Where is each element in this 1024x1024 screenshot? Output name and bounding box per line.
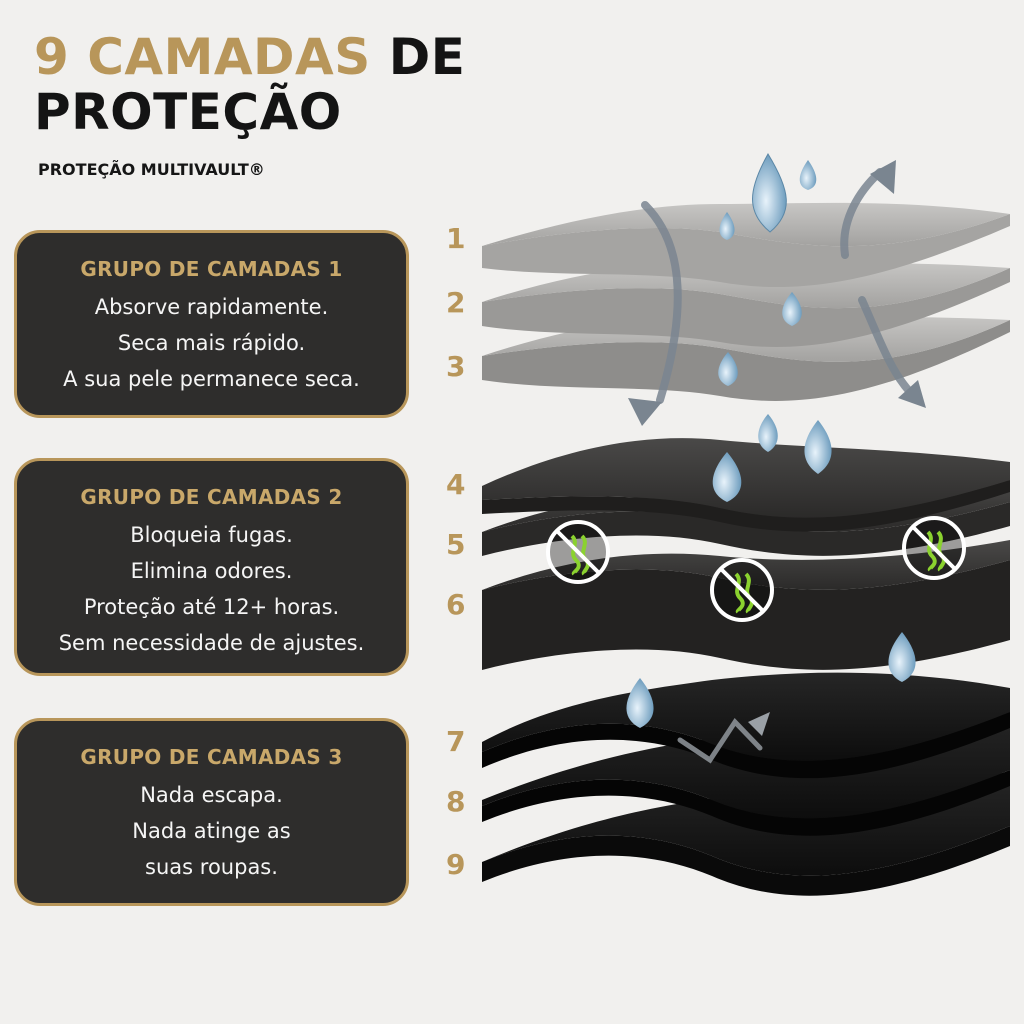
brand-subtitle: PROTEÇÃO MULTIVAULT® bbox=[38, 160, 265, 179]
group-line: Sem necessidade de ajustes. bbox=[58, 631, 365, 655]
water-droplet-icon bbox=[888, 632, 916, 682]
page-title: 9 CAMADAS DE PROTEÇÃO bbox=[34, 30, 465, 140]
layer-number-5: 5 bbox=[446, 528, 466, 561]
group-title: GRUPO DE CAMADAS 3 bbox=[80, 745, 343, 769]
water-droplet-icon bbox=[799, 160, 817, 190]
layer-number-1: 1 bbox=[446, 222, 466, 255]
title-highlight: 9 CAMADAS bbox=[34, 28, 371, 86]
water-droplet-icon bbox=[752, 153, 787, 233]
layer-number-6: 6 bbox=[446, 588, 466, 621]
layer-stack-illustration bbox=[482, 153, 1010, 896]
water-droplet-icon bbox=[712, 452, 742, 502]
group-line: Nada atinge as bbox=[132, 819, 291, 843]
water-droplet-icon bbox=[626, 678, 654, 728]
layer-number-3: 3 bbox=[446, 350, 466, 383]
layer-number-8: 8 bbox=[446, 785, 466, 818]
layer-number-7: 7 bbox=[446, 725, 466, 758]
group-line: Absorve rapidamente. bbox=[94, 295, 329, 319]
airflow-arrow-icon bbox=[870, 160, 896, 194]
layer-group-card-3: GRUPO DE CAMADAS 3 Nada escapa. Nada ati… bbox=[14, 718, 409, 906]
no-odor-icon bbox=[546, 520, 610, 584]
airflow-arrow-icon bbox=[677, 718, 763, 764]
group-line: suas roupas. bbox=[145, 855, 278, 879]
water-droplet-icon bbox=[718, 352, 738, 386]
water-droplet-icon bbox=[804, 420, 832, 474]
layer-4 bbox=[482, 438, 1010, 532]
layer-6 bbox=[482, 540, 1010, 670]
water-droplet-icon bbox=[719, 212, 735, 240]
airflow-arrow-icon bbox=[628, 398, 662, 426]
group-line: Nada escapa. bbox=[140, 783, 283, 807]
airflow-arrow-icon bbox=[748, 712, 770, 736]
group-line: A sua pele permanece seca. bbox=[63, 367, 360, 391]
airflow-arrow-icon bbox=[898, 380, 926, 408]
layer-group-card-1: GRUPO DE CAMADAS 1 Absorve rapidamente. … bbox=[14, 230, 409, 418]
layer-7 bbox=[482, 672, 1010, 779]
group-line: Bloqueia fugas. bbox=[130, 523, 293, 547]
group-title: GRUPO DE CAMADAS 2 bbox=[80, 485, 343, 509]
water-droplet-icon bbox=[782, 292, 802, 326]
layer-number-2: 2 bbox=[446, 286, 466, 319]
no-odor-icon bbox=[902, 516, 966, 580]
layer-1 bbox=[482, 202, 1010, 288]
group-line: Proteção até 12+ horas. bbox=[83, 595, 340, 619]
layer-number-4: 4 bbox=[446, 468, 466, 501]
group-title: GRUPO DE CAMADAS 1 bbox=[80, 257, 343, 281]
group-line: Seca mais rápido. bbox=[117, 331, 306, 355]
group-line: Elimina odores. bbox=[130, 559, 293, 583]
title-word: DE bbox=[388, 28, 466, 86]
layer-group-card-2: GRUPO DE CAMADAS 2 Bloqueia fugas. Elimi… bbox=[14, 458, 409, 676]
airflow-arrow-icon bbox=[641, 168, 914, 404]
layer-number-9: 9 bbox=[446, 848, 466, 881]
water-droplet-icon bbox=[758, 414, 778, 452]
no-odor-icon bbox=[710, 558, 774, 622]
title-line-2: PROTEÇÃO bbox=[34, 83, 342, 141]
